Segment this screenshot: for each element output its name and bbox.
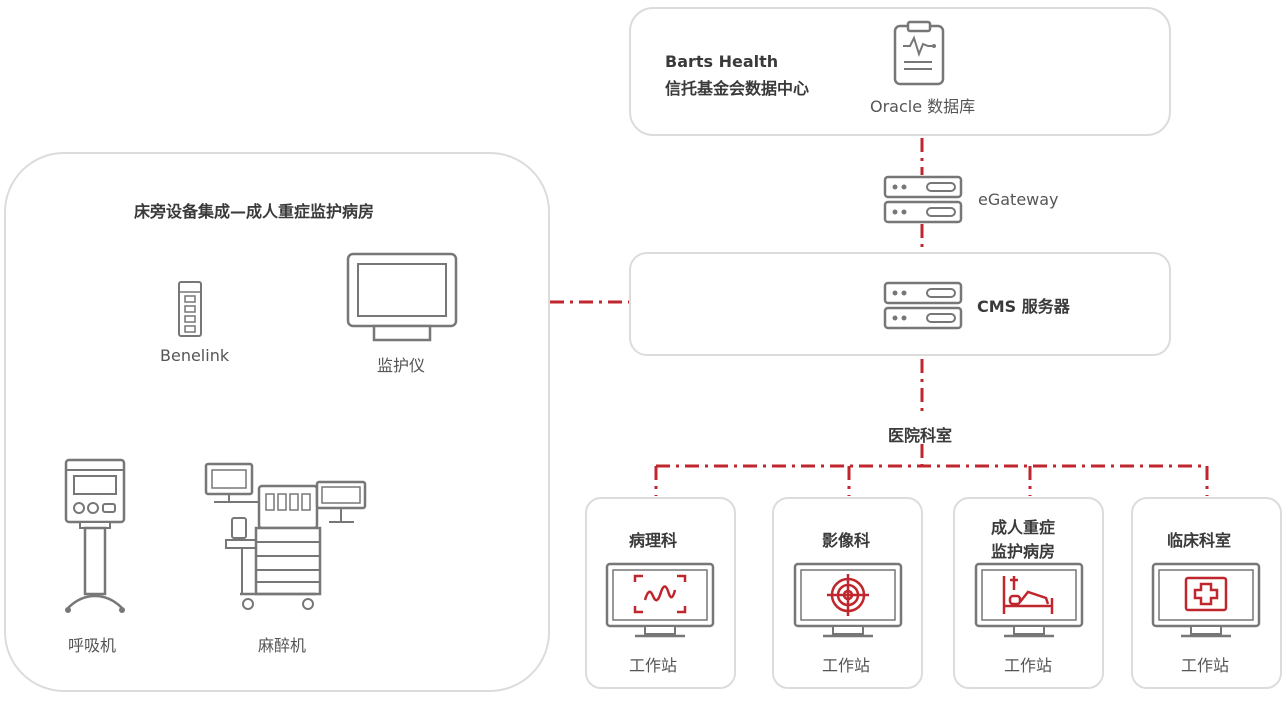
dept-name-icu-line2: 监护病房	[991, 542, 1056, 561]
benelink-device-icon	[178, 281, 202, 337]
bedside-title: 床旁设备集成—成人重症监护病房	[134, 202, 375, 221]
dept-name-pathology: 病理科	[629, 531, 678, 550]
workstation-label-clinical: 工作站	[1181, 656, 1230, 675]
dept-name-clinical: 临床科室	[1167, 531, 1232, 550]
cms-label: CMS 服务器	[977, 297, 1070, 316]
clipboard-icon	[893, 20, 945, 86]
workstation-label-icu: 工作站	[1004, 656, 1053, 675]
datacenter-name-line2: 信托基金会数据中心	[665, 79, 810, 98]
pathology-wave-icon	[605, 562, 715, 638]
workstation-label-pathology: 工作站	[629, 656, 678, 675]
patient-monitor-icon	[346, 252, 458, 342]
workstation-label-imaging: 工作站	[822, 656, 871, 675]
monitor-label: 监护仪	[377, 356, 426, 375]
benelink-label: Benelink	[160, 346, 230, 365]
anesthesia-machine-icon	[204, 462, 367, 610]
hospital-departments-label: 医院科室	[888, 426, 953, 445]
egateway-server-icon	[883, 175, 963, 224]
datacenter-name-line1: Barts Health	[665, 52, 779, 71]
datacenter-box	[629, 7, 1171, 136]
medical-cross-icon	[1151, 562, 1261, 638]
db-label: Oracle 数据库	[870, 97, 976, 116]
egateway-label: eGateway	[978, 190, 1059, 209]
ventilator-icon	[64, 458, 126, 613]
ventilator-label: 呼吸机	[68, 636, 117, 655]
dept-name-imaging: 影像科	[822, 531, 871, 550]
icu-bed-icon	[974, 562, 1084, 638]
bedside-box	[4, 152, 550, 692]
cms-server-icon	[883, 281, 963, 330]
anesthesia-label: 麻醉机	[258, 636, 307, 655]
dept-name-icu-line1: 成人重症	[991, 518, 1056, 537]
imaging-target-icon	[793, 562, 903, 638]
